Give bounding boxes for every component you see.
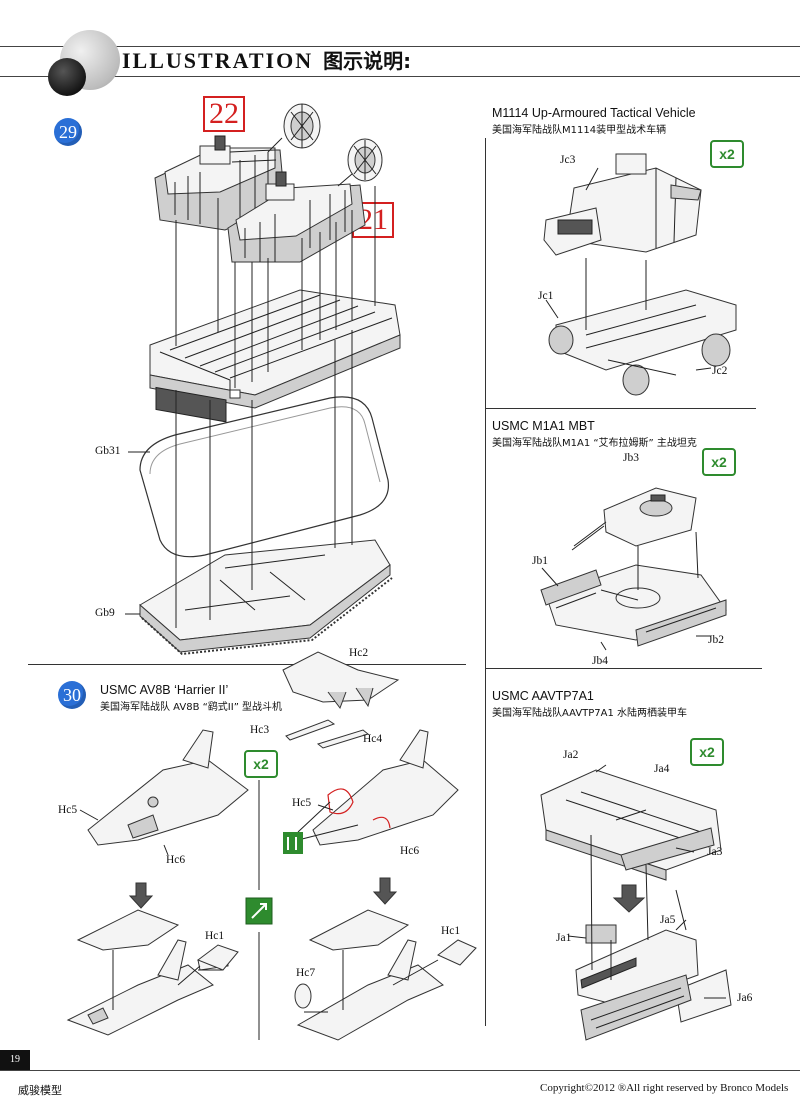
label-ja2: Ja2 bbox=[563, 749, 579, 761]
footer-copyright: Copyright©2012 ®All right reserved by Br… bbox=[540, 1082, 789, 1094]
page-number: 19 bbox=[0, 1050, 30, 1070]
step-29-badge: 29 bbox=[54, 118, 82, 146]
harrier-assembly-diagram bbox=[66, 651, 477, 1041]
column-divider bbox=[485, 138, 486, 1026]
label-gb31: Gb31 bbox=[95, 445, 121, 457]
m1114-chassis bbox=[548, 289, 737, 396]
label-hc1-left: Hc1 bbox=[205, 930, 225, 942]
label-hc6-right: Hc6 bbox=[400, 845, 420, 857]
aav-title: USMC AAVTP7A1 bbox=[492, 689, 594, 703]
step-30-badge: 30 bbox=[58, 681, 86, 709]
label-hc5-right: Hc5 bbox=[292, 797, 312, 809]
m1114-subtitle: 美国海军陆战队M1114装甲型战术车辆 bbox=[492, 125, 667, 136]
swap-icon bbox=[251, 903, 267, 919]
label-ja1: Ja1 bbox=[556, 932, 572, 944]
label-hc1-right: Hc1 bbox=[441, 925, 461, 937]
m1a1-subtitle: 美国海军陆战队M1A1 “艾布拉姆斯” 主战坦克 bbox=[492, 438, 697, 449]
header-sphere-dark bbox=[48, 58, 86, 96]
aav-upper-assembly bbox=[575, 924, 732, 1041]
label-jc2: Jc2 bbox=[712, 365, 728, 377]
harrier-tail-hc1-right bbox=[437, 939, 477, 966]
harrier-wing-hc2 bbox=[282, 651, 400, 710]
label-gb9: Gb9 bbox=[95, 607, 115, 619]
label-ja4: Ja4 bbox=[654, 763, 670, 775]
flag-icon bbox=[283, 832, 303, 854]
harrier-part-hc4 bbox=[316, 729, 370, 749]
m1a1-turret bbox=[571, 487, 697, 551]
aav-multiplier-badge: x2 bbox=[690, 738, 724, 766]
m1a1-multiplier-badge: x2 bbox=[702, 448, 736, 476]
harrier-tail-hc1-left bbox=[196, 944, 239, 971]
superstructure-part-21 bbox=[227, 171, 366, 263]
rule-step-29-30 bbox=[28, 664, 466, 665]
label-jb2: Jb2 bbox=[708, 634, 724, 646]
harrier-right-step-arrow bbox=[372, 877, 398, 905]
radar-dish-2 bbox=[337, 138, 383, 187]
harrier-left-assembled bbox=[66, 909, 229, 1036]
label-hc6-left: Hc6 bbox=[166, 854, 186, 866]
rule-m1114-m1a1 bbox=[486, 408, 756, 409]
header-rule-top bbox=[0, 46, 800, 47]
step-29-assembly-diagram bbox=[125, 103, 401, 656]
m1114-title: M1114 Up-Armoured Tactical Vehicle bbox=[492, 106, 696, 120]
label-jc1: Jc1 bbox=[538, 290, 554, 302]
label-ja6: Ja6 bbox=[737, 992, 753, 1004]
m1114-body bbox=[543, 153, 702, 256]
page-title: ILLUSTRATION 图示说明: bbox=[122, 46, 411, 76]
clear-cover-gb31 bbox=[128, 396, 390, 558]
aav-lower-hull bbox=[540, 769, 722, 881]
label-hc7: Hc7 bbox=[296, 967, 316, 979]
footer-rule bbox=[0, 1070, 800, 1071]
label-ja3: Ja3 bbox=[707, 846, 723, 858]
label-hc4: Hc4 bbox=[363, 733, 383, 745]
page-title-cn: 图示说明: bbox=[323, 49, 412, 73]
display-base-gb9 bbox=[125, 539, 393, 656]
part-22-callout: 22 bbox=[203, 96, 245, 132]
aav-step-arrow bbox=[612, 884, 646, 913]
rule-m1a1-aav bbox=[486, 668, 762, 669]
step-30-subtitle: 美国海军陆战队 AV8B “鹞式II” 型战斗机 bbox=[100, 702, 283, 713]
label-ja5: Ja5 bbox=[660, 914, 676, 926]
m1a1-assembly-diagram bbox=[540, 487, 727, 651]
radar-dish-1 bbox=[267, 103, 321, 153]
page-title-en: ILLUSTRATION bbox=[122, 48, 314, 73]
label-hc2: Hc2 bbox=[349, 647, 369, 659]
footer-brand: 威骏模型 bbox=[18, 1084, 62, 1097]
label-jc3: Jc3 bbox=[560, 154, 576, 166]
harrier-left-step-arrow bbox=[128, 882, 154, 909]
harrier-right-assembled bbox=[294, 909, 444, 1041]
label-jb3: Jb3 bbox=[623, 452, 639, 464]
header-rule-bottom bbox=[0, 76, 800, 77]
harrier-left-fuselage bbox=[87, 729, 249, 846]
m1114-assembly-diagram bbox=[543, 153, 737, 396]
harrier-part-hc3 bbox=[285, 719, 336, 741]
step-30-multiplier-badge: x2 bbox=[244, 750, 278, 778]
aav-assembly-diagram bbox=[540, 764, 732, 1041]
harrier-right-fuselage bbox=[312, 729, 459, 846]
m1a1-hull bbox=[540, 564, 727, 647]
flight-deck bbox=[149, 289, 401, 423]
m1114-multiplier-badge: x2 bbox=[710, 140, 744, 168]
m1a1-title: USMC M1A1 MBT bbox=[492, 419, 595, 433]
label-jb1: Jb1 bbox=[532, 555, 548, 567]
aav-subtitle: 美国海军陆战队AAVTP7A1 水陆两栖装甲车 bbox=[492, 708, 688, 719]
label-jb4: Jb4 bbox=[592, 655, 608, 667]
label-hc3: Hc3 bbox=[250, 724, 270, 736]
step-30-title: USMC AV8B ‘Harrier II’ bbox=[100, 683, 229, 697]
label-hc5-left: Hc5 bbox=[58, 804, 78, 816]
